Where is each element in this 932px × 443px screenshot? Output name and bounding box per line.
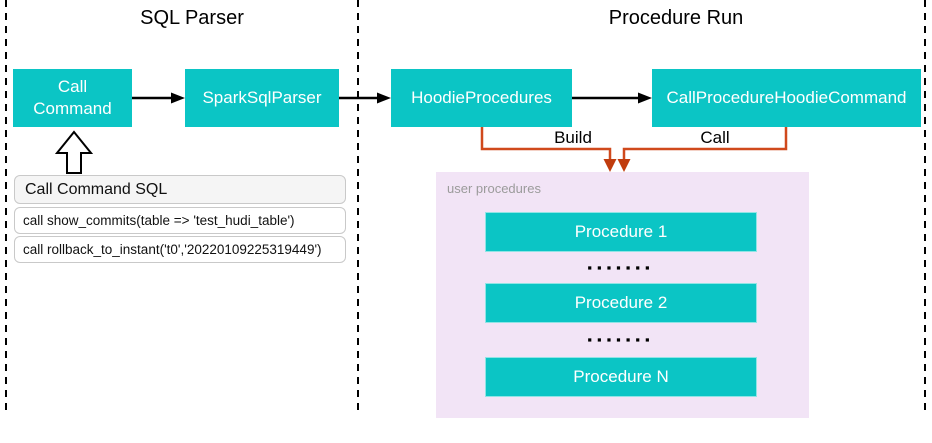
middle-dashed-border [357, 0, 359, 414]
node-procedure-2: Procedure 2 [485, 283, 757, 323]
right-dashed-border [924, 0, 926, 414]
edge-label-build: Build [554, 128, 592, 147]
hollow-up-arrow-icon [54, 130, 94, 174]
sql-row-show-commits: call show_commits(table => 'test_hudi_ta… [14, 207, 346, 234]
ellipsis-dots: ▪▪▪▪▪▪▪ [587, 332, 655, 347]
node-hoodie-procedures: HoodieProcedures [391, 69, 572, 127]
user-procedures-label: user procedures [447, 181, 541, 196]
edge-label-call: Call [700, 128, 730, 147]
left-dashed-border [5, 0, 7, 414]
node-procedure-1: Procedure 1 [485, 212, 757, 252]
section-title-sql-parser: SQL Parser [140, 7, 244, 29]
sql-row-rollback-to-instant: call rollback_to_instant('t0','202201092… [14, 236, 346, 263]
sql-panel-header: Call Command SQL [14, 175, 346, 204]
node-spark-sql-parser: SparkSqlParser [185, 69, 339, 127]
section-title-procedure-run: Procedure Run [608, 7, 744, 29]
arrow-hoodieprocedures-to-callprocedurehoodiecommand-icon [572, 92, 652, 104]
node-call-command: Call Command [13, 69, 132, 127]
ellipsis-dots: ▪▪▪▪▪▪▪ [587, 260, 655, 275]
node-procedure-n: Procedure N [485, 357, 757, 397]
arrow-sparksqlparser-to-hoodieprocedures-icon [339, 92, 391, 104]
arrow-call-command-to-sparksqlparser-icon [132, 92, 185, 104]
node-call-procedure-hoodie-command: CallProcedureHoodieCommand [652, 69, 921, 127]
